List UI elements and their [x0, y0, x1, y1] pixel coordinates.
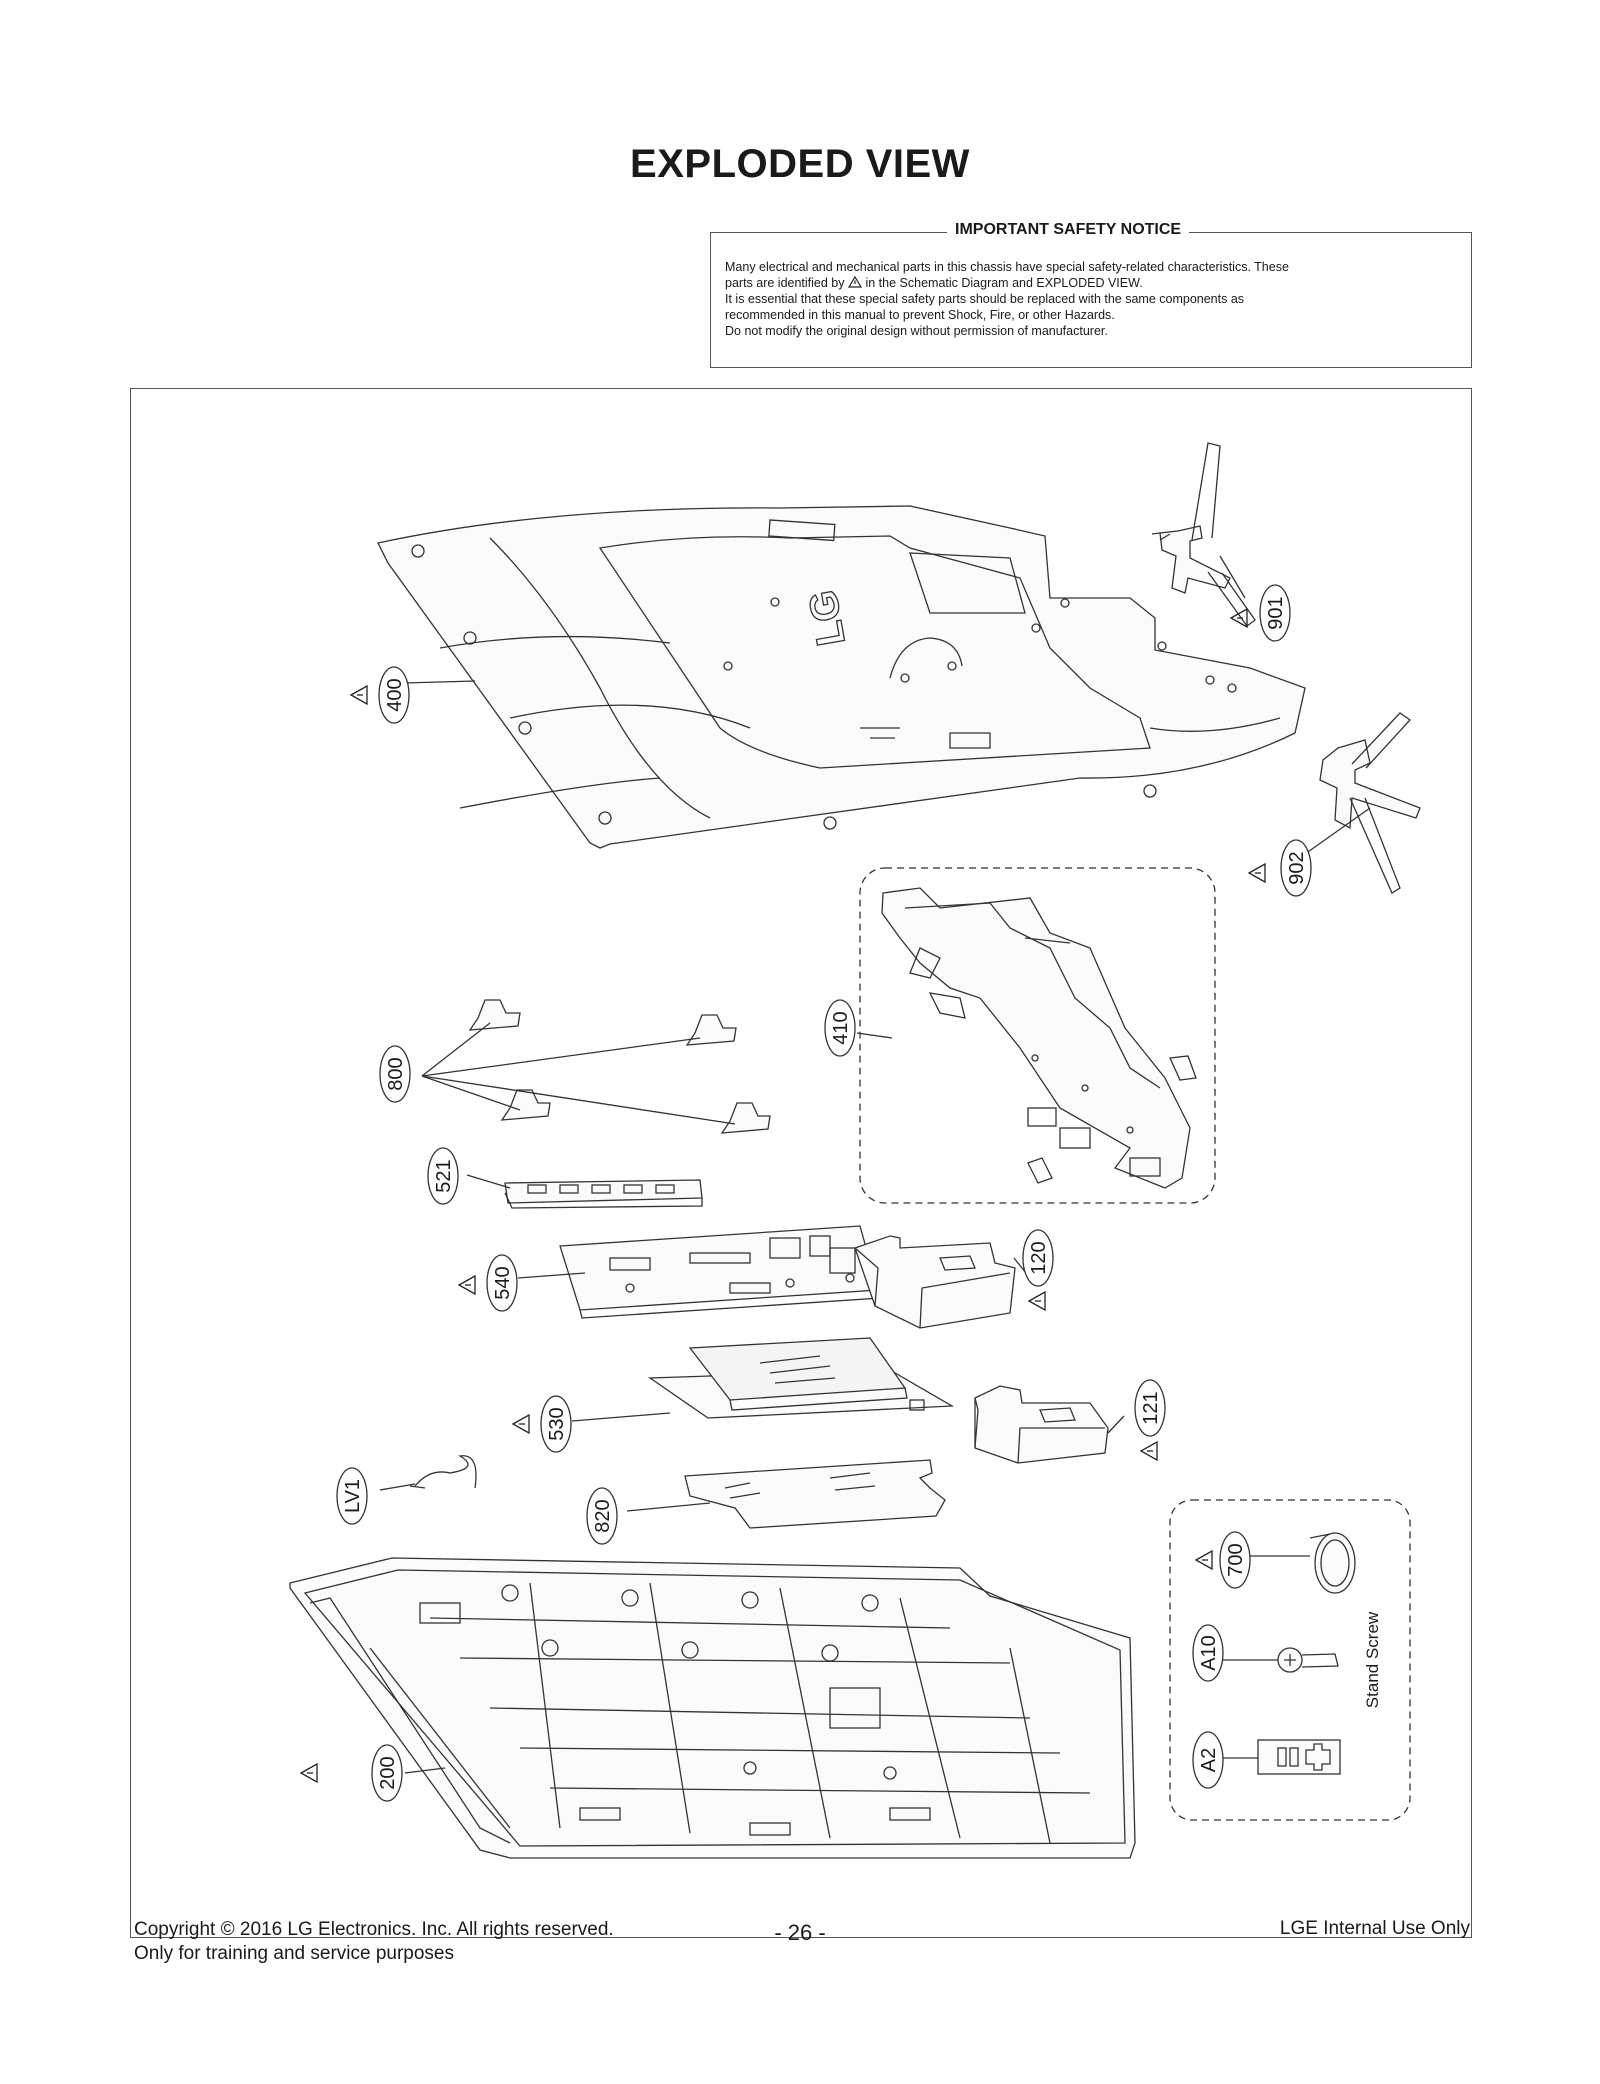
part-label: 901 [1265, 596, 1287, 629]
part-label: 521 [433, 1159, 455, 1192]
part-label: 800 [385, 1057, 407, 1090]
notice-line: parts are identified by in the Schematic… [725, 275, 1457, 291]
part-label: 410 [830, 1011, 852, 1044]
stand-part-902 [1319, 712, 1421, 894]
callout-901 [1259, 584, 1291, 642]
callout-400 [378, 666, 410, 724]
notice-line-part: in the Schematic Diagram and EXPLODED VI… [865, 276, 1143, 290]
safety-notice-text: Many electrical and mechanical parts in … [725, 259, 1457, 339]
callout-521 [427, 1147, 459, 1205]
safety-notice-box: IMPORTANT SAFETY NOTICE Many electrical … [710, 221, 1472, 368]
power-board-530 [648, 1337, 955, 1419]
callout-lv1 [336, 1467, 368, 1525]
main-board-540 [559, 1225, 881, 1319]
part-label: 120 [1028, 1241, 1050, 1274]
accessory-group-outline [1169, 1499, 1411, 1821]
callout-700 [1219, 1531, 1251, 1589]
bracket-part-410 [881, 887, 1197, 1189]
callout-800 [379, 1045, 411, 1103]
part-label: 200 [377, 1756, 399, 1789]
safety-notice-heading: IMPORTANT SAFETY NOTICE [947, 221, 1190, 239]
back-cover-part [377, 505, 1306, 849]
callout-530 [540, 1395, 572, 1453]
power-supply-120 [854, 1235, 1016, 1329]
callout-120 [1022, 1229, 1054, 1287]
warning-triangle-icon [848, 276, 862, 288]
cable-700 [1309, 1532, 1356, 1594]
part-label: LV1 [342, 1479, 364, 1513]
notice-line: recommended in this manual to prevent Sh… [725, 308, 1115, 322]
callout-540 [486, 1254, 518, 1312]
display-panel-200 [289, 1557, 1136, 1859]
callout-200 [371, 1744, 403, 1802]
callout-a10 [1192, 1624, 1224, 1682]
lg-logo-outline: LG [801, 587, 854, 649]
internal-use-text: LGE Internal Use Only [1279, 1918, 1470, 1939]
exploded-view-diagram: LG [289, 442, 1421, 1859]
page-title: EXPLODED VIEW [630, 142, 970, 186]
notice-line-part: parts are identified by [725, 276, 845, 290]
callout-902 [1280, 839, 1312, 897]
cable-lv1 [409, 1455, 477, 1489]
purpose-text: Only for training and service purposes [134, 1943, 454, 1964]
sheet-part-820 [684, 1459, 946, 1529]
control-board-521 [504, 1179, 703, 1209]
part-label: A2 [1198, 1748, 1220, 1772]
part-label: A10 [1198, 1635, 1220, 1671]
callout-a2 [1192, 1731, 1224, 1789]
clip-parts-800 [421, 999, 771, 1134]
footer-copyright: Copyright © 2016 LG Electronics. Inc. Al… [134, 1918, 614, 1966]
callout-820 [586, 1487, 618, 1545]
power-part-121 [974, 1385, 1109, 1464]
label-a2 [1222, 1739, 1341, 1775]
part-label: 540 [492, 1266, 514, 1299]
copyright-text: Copyright © 2016 LG Electronics. Inc. Al… [134, 1919, 614, 1940]
part-label: 530 [546, 1407, 568, 1440]
notice-line: Do not modify the original design withou… [725, 324, 1108, 338]
callout-121 [1134, 1379, 1166, 1437]
callout-410 [824, 999, 856, 1057]
stand-screw-label: Stand Screw [1363, 1611, 1382, 1708]
part-label: 820 [592, 1499, 614, 1532]
part-label: 121 [1140, 1391, 1162, 1424]
page-number: - 26 - [774, 1920, 826, 1945]
part-label: 400 [384, 678, 406, 711]
part-label: 902 [1286, 851, 1308, 884]
bracket-group-outline [859, 867, 1216, 1204]
stand-part-901 [1151, 442, 1256, 627]
stand-screw-a10 [1220, 1647, 1339, 1673]
notice-line: It is essential that these special safet… [725, 292, 1245, 306]
part-label: 700 [1225, 1543, 1247, 1576]
notice-line: Many electrical and mechanical parts in … [725, 260, 1289, 274]
diagram-frame [130, 388, 1472, 1938]
